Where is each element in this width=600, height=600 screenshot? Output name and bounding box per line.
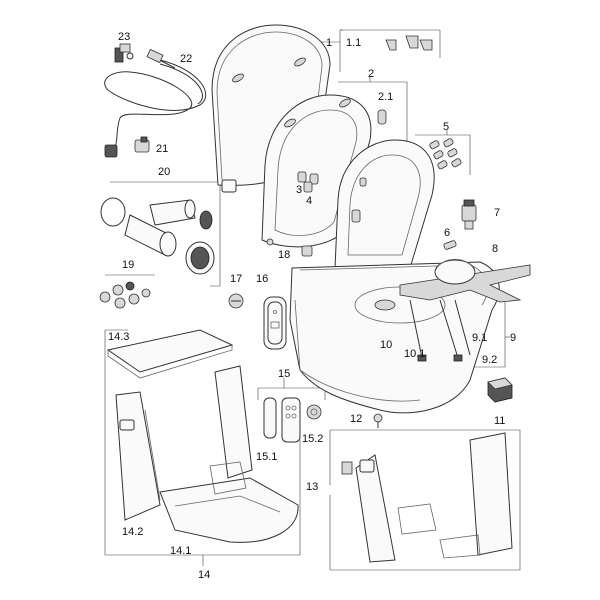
label-10: 10: [380, 339, 392, 351]
part-10-rods: [409, 299, 471, 362]
part-19-nuts: [99, 281, 151, 309]
part-18-clip: [301, 245, 313, 257]
part-17-knob: [228, 293, 244, 309]
part-23-connector: [114, 43, 134, 63]
label-14-1: 14.1: [170, 545, 191, 557]
part-13-cover: [341, 432, 513, 563]
label-10-1: 10.1: [404, 348, 425, 360]
label-23: 23: [118, 31, 130, 43]
part-1-1-clips: [385, 35, 433, 51]
label-7: 7: [494, 207, 500, 219]
part-22-cable: [104, 48, 207, 158]
label-4: 4: [306, 195, 312, 207]
part-14-cover: [106, 329, 299, 543]
label-1: 1: [326, 37, 332, 49]
label-17: 17: [230, 273, 242, 285]
part-7-valve: [461, 199, 477, 230]
label-9-2: 9.2: [482, 354, 497, 366]
label-20: 20: [158, 166, 170, 178]
label-15: 15: [278, 368, 290, 380]
label-14: 14: [198, 569, 210, 581]
part-5-buffers: [429, 138, 462, 170]
label-9: 9: [510, 332, 516, 344]
part-6-pin: [443, 240, 457, 250]
label-5: 5: [443, 121, 449, 133]
label-14-3: 14.3: [108, 331, 129, 343]
label-1-1: 1.1: [346, 37, 361, 49]
label-2-1: 2.1: [378, 91, 393, 103]
part-2-1-pins: [377, 109, 387, 125]
label-11: 11: [494, 415, 505, 427]
label-9-1: 9.1: [472, 332, 487, 344]
toilet-body: [289, 139, 500, 414]
label-8: 8: [492, 243, 498, 255]
label-15-2: 15.2: [302, 433, 323, 445]
label-6: 6: [444, 227, 450, 239]
part-15-remote-set: [263, 397, 322, 443]
part-3-part-4-hinges: [297, 171, 319, 193]
label-18: 18: [278, 249, 290, 261]
label-2: 2: [368, 68, 374, 80]
label-14-2: 14.2: [122, 526, 143, 538]
part-labels: 23 22 21 20 19 17 16 18 1 1.1 2 2.1 3 4 …: [108, 31, 516, 581]
part-8-bracket: [399, 259, 531, 303]
part-11-block: [487, 377, 513, 403]
part-12-screw: [373, 413, 383, 428]
label-21: 21: [156, 143, 168, 155]
label-19: 19: [122, 259, 134, 271]
label-12: 12: [350, 413, 362, 425]
label-15-1: 15.1: [256, 451, 277, 463]
label-13: 13: [306, 481, 318, 493]
part-16-remote: [263, 296, 287, 350]
part-21-fitting: [134, 136, 150, 153]
label-3: 3: [296, 184, 302, 196]
label-16: 16: [256, 273, 268, 285]
label-22: 22: [180, 53, 192, 65]
part-20-pipes: [100, 197, 215, 275]
